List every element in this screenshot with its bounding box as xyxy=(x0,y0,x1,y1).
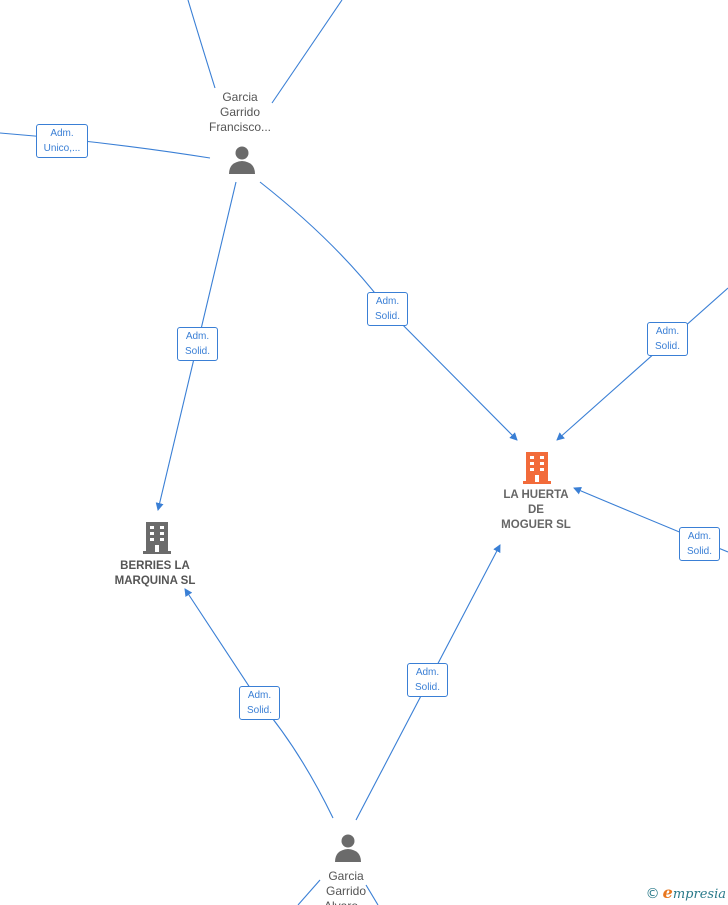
person-icon[interactable] xyxy=(227,145,257,175)
brand-footer: ©empresia xyxy=(646,883,726,902)
edge-label-right-bottom-huerta: Adm. Solid. xyxy=(679,527,720,561)
edge-label-alvaro-huerta: Adm. Solid. xyxy=(407,663,448,697)
edge-label-right-top-huerta: Adm. Solid. xyxy=(647,322,688,356)
brand-logo-e: e xyxy=(662,883,673,902)
edge-adm-unico xyxy=(0,132,211,159)
edge-label-alvaro-berries: Adm. Solid. xyxy=(239,686,280,720)
edge-label-francisco-berries: Adm. Solid. xyxy=(177,327,218,361)
building-icon[interactable] xyxy=(141,520,173,554)
building-icon[interactable] xyxy=(521,450,553,484)
copyright-icon: © xyxy=(645,886,660,902)
person-icon[interactable] xyxy=(333,833,363,863)
edge-right-top-to-huerta xyxy=(556,287,728,441)
company-label-la-huerta[interactable]: LA HUERTA DE MOGUER SL xyxy=(501,489,571,531)
edge-top-left-to-francisco xyxy=(187,0,216,89)
person-label-francisco[interactable]: Garcia Garrido Francisco... xyxy=(208,90,271,134)
edge-alvaro-bottom-right xyxy=(365,884,379,905)
edge-alvaro-bottom-left xyxy=(297,879,321,905)
person-label-alvaro[interactable]: Garcia Garrido Alvaro... xyxy=(324,869,368,905)
edge-label-francisco-huerta: Adm. Solid. xyxy=(367,292,408,326)
edge-top-right-to-francisco xyxy=(271,0,343,104)
brand-logo-text: mpresia xyxy=(672,887,726,902)
company-label-berries[interactable]: BERRIES LA MARQUINA SL xyxy=(114,560,196,587)
edge-label-adm-unico: Adm. Unico,... xyxy=(36,124,88,158)
